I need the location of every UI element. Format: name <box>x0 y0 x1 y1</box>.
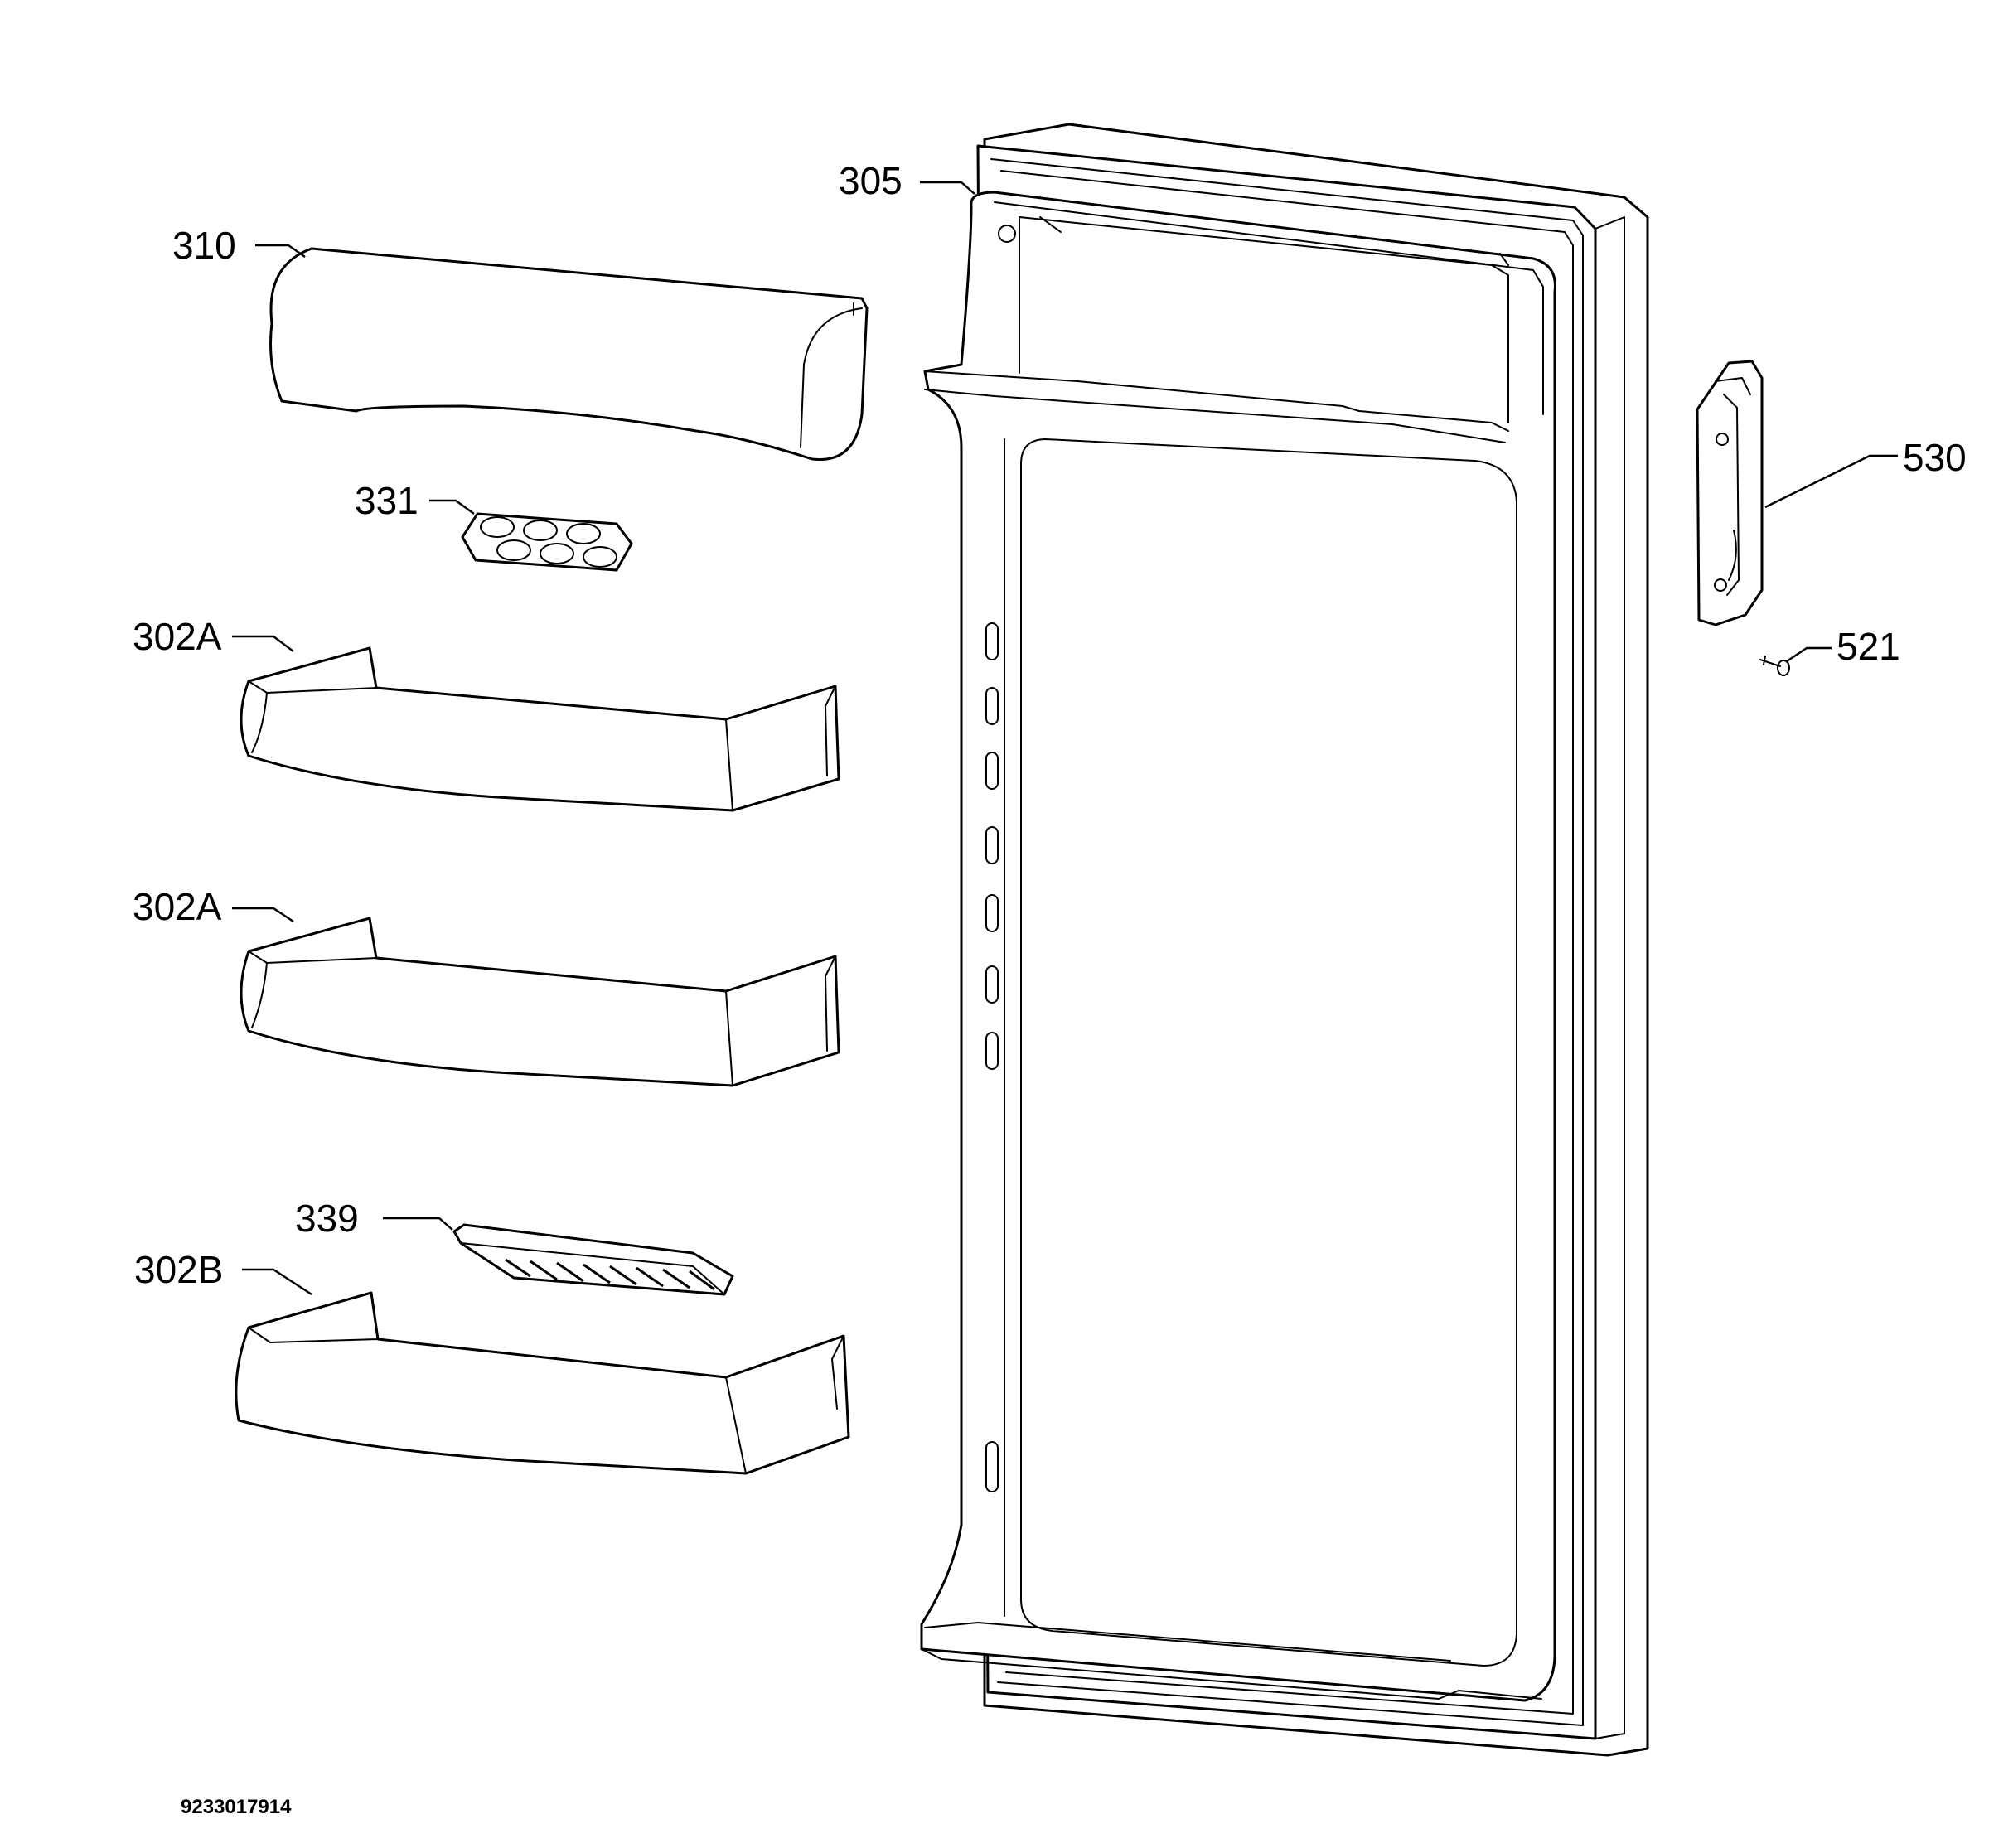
retainer-hatching <box>505 1258 715 1291</box>
label-egg-tray: 331 <box>355 479 419 522</box>
label-screw: 521 <box>1837 625 1900 668</box>
door-shelf-lower-part <box>235 1291 850 1475</box>
label-door: 305 <box>839 159 903 202</box>
document-code: 9233017914 <box>181 1796 292 1818</box>
door-shelf-middle-part <box>240 917 840 1087</box>
door-handle-part <box>1696 360 1764 626</box>
label-shelf-lower: 302B <box>134 1248 223 1291</box>
door-shelf-upper-part <box>240 646 840 812</box>
label-handle: 530 <box>1903 436 1967 479</box>
egg-tray-part <box>461 512 633 572</box>
label-shelf-middle: 302A <box>133 885 222 928</box>
door-part <box>920 123 1649 1757</box>
leader-lines <box>232 181 1898 1296</box>
bottle-retainer-part <box>452 1223 734 1296</box>
dairy-cover-part <box>269 247 869 462</box>
part-labels: 305 310 331 302A 302A 339 302B 530 521 9… <box>133 159 1967 1818</box>
label-cover: 310 <box>172 224 236 267</box>
screw-part <box>1759 656 1790 676</box>
label-bar: 339 <box>295 1197 359 1240</box>
label-shelf-upper: 302A <box>133 615 222 658</box>
shelf-slots <box>985 622 999 1492</box>
